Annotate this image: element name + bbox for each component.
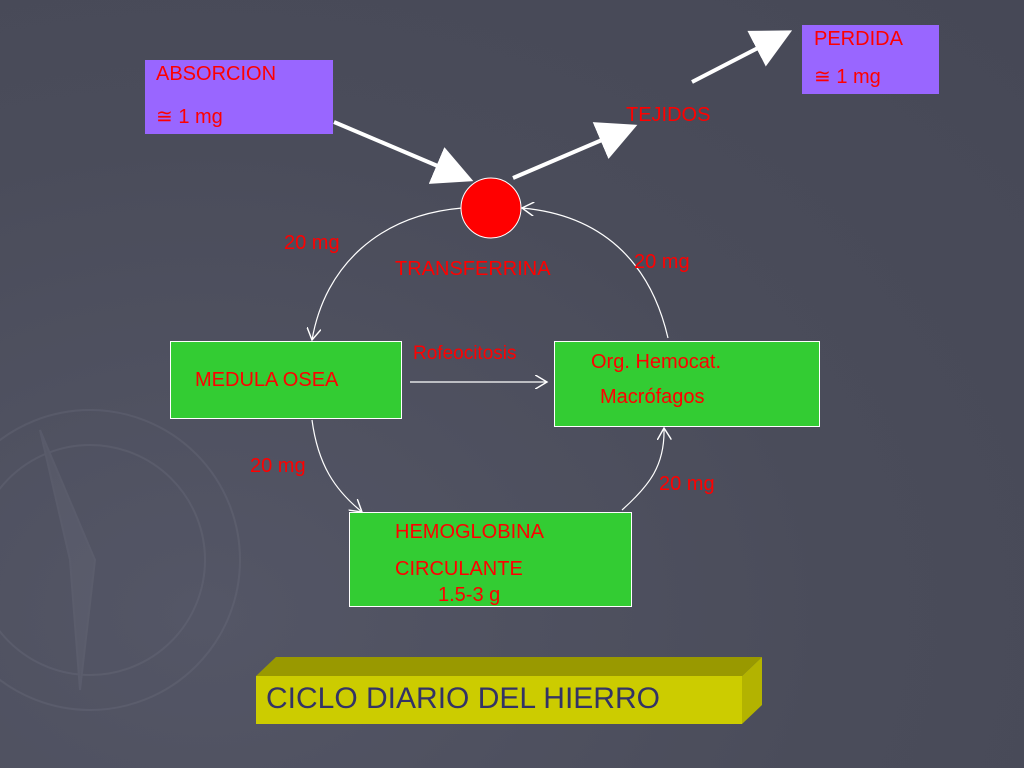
hemoglobina-line2: CIRCULANTE bbox=[395, 558, 523, 580]
organos-line1: Org. Hemocat. bbox=[591, 351, 722, 373]
medula-osea-label: MEDULA OSEA bbox=[195, 369, 339, 391]
organos-hemocateriticos-box bbox=[554, 341, 820, 427]
hemoglobina-line1: HEMOGLOBINA bbox=[395, 521, 544, 543]
transferrina-circle bbox=[460, 177, 522, 239]
absorcion-label: ABSORCION bbox=[156, 63, 277, 85]
hemoglobina-line3: 1.5-3 g bbox=[438, 584, 501, 606]
organos-line2: Macrófagos bbox=[600, 386, 705, 408]
tejidos-label: TEJIDOS bbox=[626, 104, 711, 126]
flow-bottom-left-label: 20 mg bbox=[250, 455, 306, 477]
arc-organos-transferrina bbox=[522, 208, 669, 339]
perdida-box bbox=[802, 25, 939, 94]
rofeocitosis-label: Rofeocitosis bbox=[413, 343, 517, 364]
flow-top-left-label: 20 mg bbox=[284, 232, 340, 254]
arc-transferrina-medula bbox=[312, 207, 463, 340]
arc-hemoglobina-organos bbox=[621, 428, 664, 511]
flow-bottom-right-label: 20 mg bbox=[659, 473, 715, 495]
medula-osea-box bbox=[170, 341, 402, 419]
absorcion-box bbox=[145, 60, 333, 134]
absorcion-value: ≅ 1 mg bbox=[156, 106, 223, 128]
arc-medula-hemoglobina bbox=[311, 419, 362, 512]
tejidos-arrow bbox=[512, 122, 638, 180]
perdida-label: PERDIDA bbox=[814, 28, 903, 50]
perdida-value: ≅ 1 mg bbox=[814, 66, 881, 88]
absorcion-arrow bbox=[333, 120, 474, 184]
perdida-arrow bbox=[691, 30, 793, 84]
slide-title: CICLO DIARIO DEL HIERRO bbox=[266, 682, 660, 715]
transferrina-label: TRANSFERRINA bbox=[395, 258, 551, 280]
flow-top-right-label: 20 mg bbox=[634, 251, 690, 273]
hemoglobina-box bbox=[349, 512, 632, 607]
